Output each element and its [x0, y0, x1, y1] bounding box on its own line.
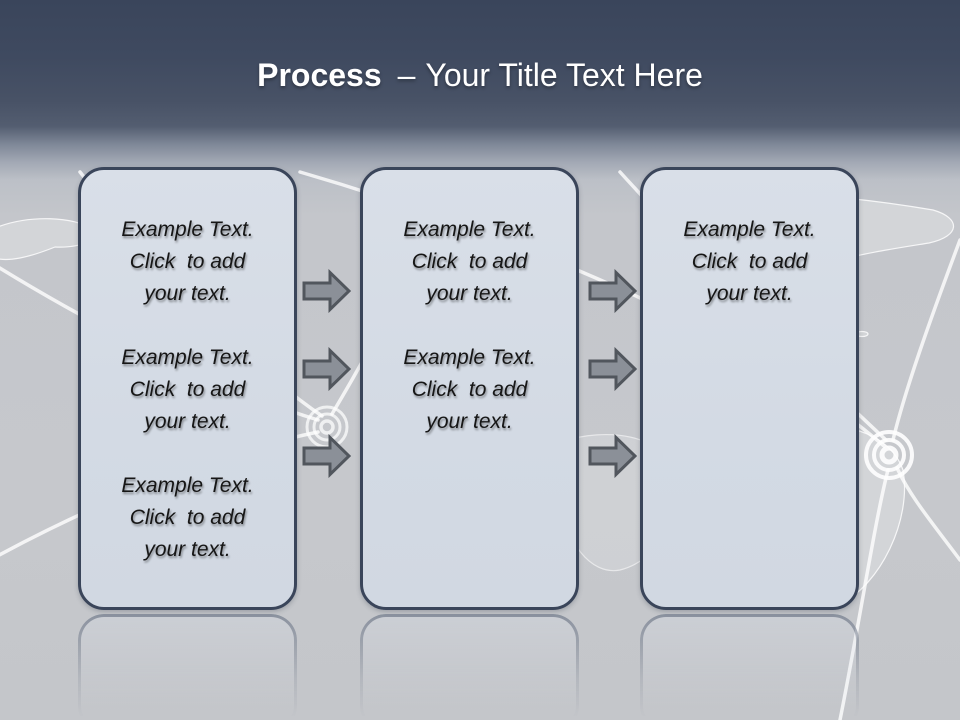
text-placeholder[interactable]: Example Text. Click to add your text. — [643, 214, 856, 310]
placeholder-line: Example Text. — [121, 218, 254, 241]
arrow-right-icon — [588, 347, 637, 391]
arrow-right-icon — [588, 434, 637, 478]
box-reflection — [360, 614, 579, 720]
arrow-right-icon — [302, 434, 351, 478]
placeholder-line: your text. — [706, 282, 793, 305]
placeholder-line: Example Text. — [121, 346, 254, 369]
arrow-right-icon — [302, 347, 351, 391]
process-box-3[interactable]: Example Text. Click to add your text. — [640, 167, 859, 610]
title-placeholder-text: Your Title Text Here — [425, 57, 703, 93]
placeholder-line: Example Text. — [403, 218, 536, 241]
process-box-2[interactable]: Example Text. Click to add your text. Ex… — [360, 167, 579, 610]
placeholder-line: your text. — [426, 410, 513, 433]
slide-title[interactable]: Process–Your Title Text Here — [0, 54, 960, 96]
placeholder-line: Click to add — [411, 378, 528, 401]
text-placeholder[interactable]: Example Text. Click to add your text. — [363, 342, 576, 438]
text-placeholder[interactable]: Example Text. Click to add your text. — [81, 342, 294, 438]
title-topic: Process — [257, 57, 382, 93]
placeholder-line: Click to add — [129, 250, 246, 273]
arrow-right-icon — [588, 269, 637, 313]
box-reflection — [640, 614, 859, 720]
arrow-right-icon — [302, 269, 351, 313]
placeholder-line: your text. — [426, 282, 513, 305]
placeholder-line: your text. — [144, 282, 231, 305]
placeholder-line: Click to add — [411, 250, 528, 273]
placeholder-line: Click to add — [129, 506, 246, 529]
placeholder-line: Example Text. — [403, 346, 536, 369]
placeholder-line: Example Text. — [683, 218, 816, 241]
text-placeholder[interactable]: Example Text. Click to add your text. — [363, 214, 576, 310]
placeholder-line: Click to add — [129, 378, 246, 401]
placeholder-line: your text. — [144, 410, 231, 433]
placeholder-line: Example Text. — [121, 474, 254, 497]
placeholder-line: your text. — [144, 538, 231, 561]
placeholder-line: Click to add — [691, 250, 808, 273]
text-placeholder[interactable]: Example Text. Click to add your text. — [81, 470, 294, 566]
title-separator: – — [397, 57, 416, 93]
box-reflection — [78, 614, 297, 720]
text-placeholder[interactable]: Example Text. Click to add your text. — [81, 214, 294, 310]
process-box-1[interactable]: Example Text. Click to add your text. Ex… — [78, 167, 297, 610]
